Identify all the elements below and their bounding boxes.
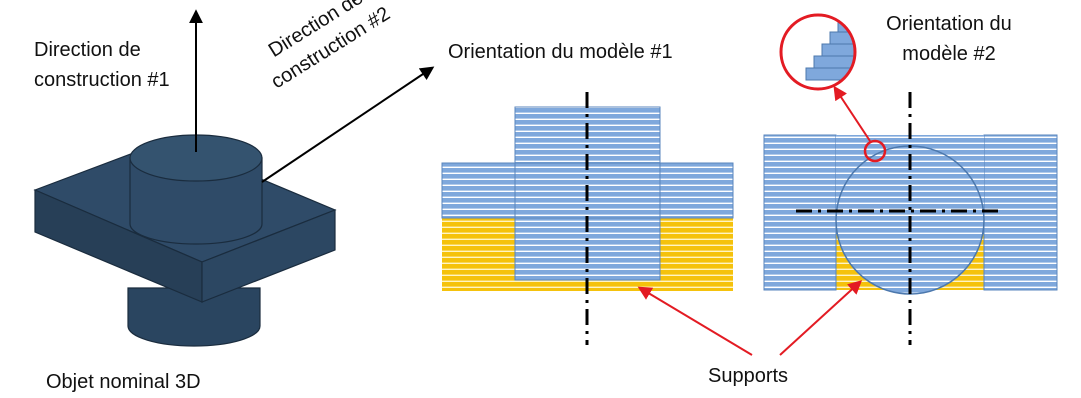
build-direction-1-label: Direction de construction #1 [34, 38, 170, 92]
orientation-2-model [763, 13, 1058, 345]
build-direction-1-line1: Direction de [34, 39, 141, 61]
build-direction-2-arrow [261, 66, 435, 183]
support-left-1 [442, 218, 515, 291]
plate-right-face [201, 209, 336, 303]
detail-callout-line [833, 85, 871, 142]
build-direction-1-line2: construction #1 [34, 69, 170, 91]
orientation-1-label: Orientation du modèle #1 [448, 41, 673, 63]
orientation-2-label: Orientation du modèle #2 [884, 12, 1014, 66]
orientation-2-line1: Orientation du [886, 13, 1012, 35]
lower-cylinder [127, 287, 261, 347]
orientation-2-line2: modèle #2 [902, 43, 996, 65]
support-right-1 [660, 218, 733, 291]
supports-label: Supports [708, 365, 789, 387]
supports-callout-2 [779, 280, 863, 356]
supports-callout-1 [637, 286, 753, 356]
nominal-3d-object [33, 134, 337, 347]
upper-cylinder-body [129, 157, 263, 245]
orientation-1-model [441, 92, 734, 345]
staircase-zoom [779, 13, 857, 91]
detail-circle-small [863, 139, 887, 163]
detail-zoom-circle [779, 13, 857, 91]
nominal-object-label: Objet nominal 3D [46, 371, 201, 393]
